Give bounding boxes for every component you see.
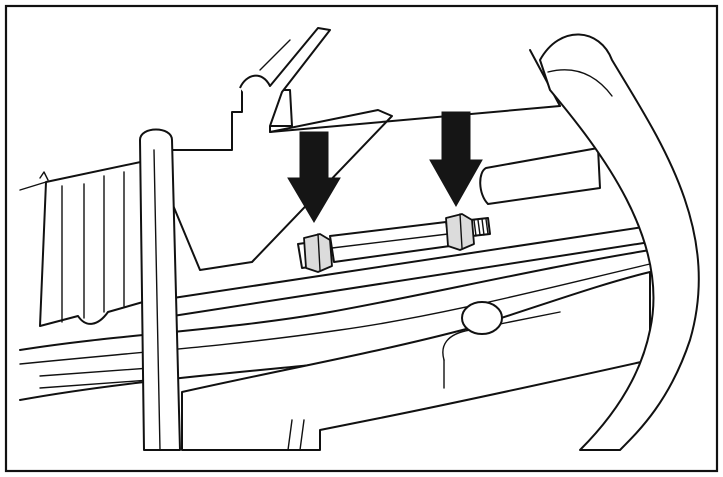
thread-marks <box>473 218 489 237</box>
frame-rail-2 <box>159 241 651 319</box>
frame-rail-4 <box>19 263 651 365</box>
panel-notch <box>39 171 49 181</box>
panel-left-tab <box>19 181 47 191</box>
frame-rail-3 <box>19 249 651 351</box>
support-leg-2 <box>299 419 305 451</box>
frame-bolt <box>461 301 503 335</box>
tube-highlight <box>547 69 613 97</box>
vertical-post <box>139 128 181 451</box>
down-arrow-icon <box>429 111 483 208</box>
frame-rail-top <box>159 225 651 301</box>
panel-top-edge <box>269 105 561 133</box>
upper-bar-edge <box>259 39 291 71</box>
adjuster-sleeve <box>329 221 451 263</box>
figure-border <box>4 4 719 473</box>
jam-nut-left <box>303 233 333 273</box>
lower-frame <box>181 271 651 451</box>
nut-left-face <box>317 233 321 271</box>
upper-bar <box>239 27 331 127</box>
post-highlight <box>153 149 161 451</box>
frame-lines-a <box>39 367 151 377</box>
bracket-plate <box>149 89 393 271</box>
curved-tube <box>539 33 700 451</box>
left-panel <box>39 159 151 327</box>
jam-nut-right <box>445 213 475 251</box>
crossbar-end <box>479 147 601 205</box>
down-arrow-icon <box>287 131 341 223</box>
support-leg-1 <box>287 419 293 451</box>
sleeve-centerline <box>331 233 449 249</box>
nut-right-face <box>459 213 463 249</box>
frame-lines-b <box>39 379 151 389</box>
